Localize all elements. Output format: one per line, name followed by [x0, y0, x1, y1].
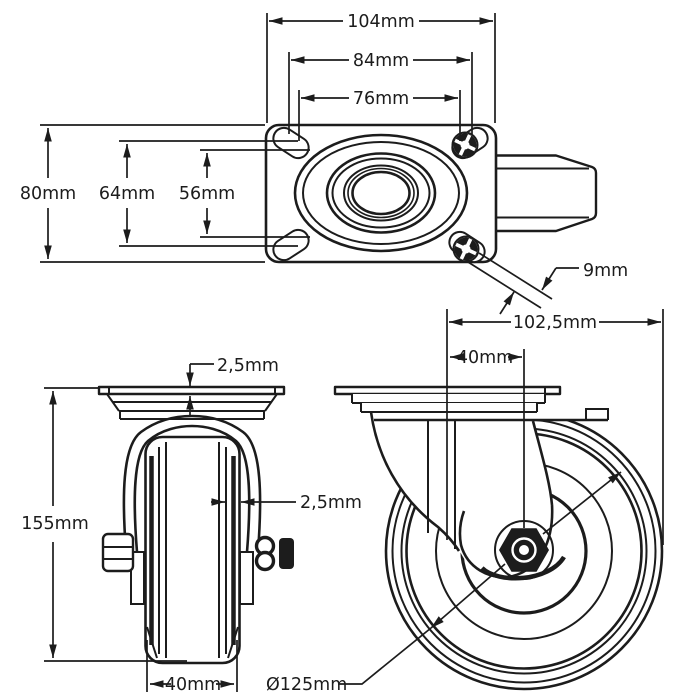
axle-nut [494, 520, 554, 580]
bolt-top-right [451, 131, 479, 159]
dim-label-swivel-offset: 40mm [457, 348, 513, 368]
bolt-bottom-right [452, 235, 480, 263]
front-plate-and-crown [97, 385, 286, 420]
dim-label-bolt-spacing-d: 64mm [99, 184, 155, 204]
dim-label-slot-width: 9mm [583, 261, 628, 281]
dim-label-tread-thickness: 2,5mm [300, 493, 362, 513]
swivel-bearing-rings [293, 133, 469, 253]
axle-bolt-left [101, 532, 135, 573]
dim-label-overall-height: 155mm [21, 514, 89, 534]
axle-nut-right [254, 535, 294, 572]
dim-label-wheel-diameter: Ø125mm [266, 675, 347, 695]
fork-foot-left [130, 551, 145, 605]
dim-label-bolt-spacing-w: 84mm [353, 51, 409, 71]
front-view-dimensions: 155mm 2,5mm 2,5mm 40mm [21, 356, 362, 695]
dim-label-wheel-width: 40mm [165, 675, 221, 695]
dim-label-plate-depth: 80mm [20, 184, 76, 204]
wheel-front [144, 435, 241, 665]
front-view: 155mm 2,5mm 2,5mm 40mm [21, 356, 362, 695]
dim-label-overall-length: 102,5mm [513, 313, 597, 333]
top-view: 104mm 84mm 76mm 80mm 64mm 56mm [20, 12, 628, 315]
wheel-top-profile [496, 154, 598, 233]
dim-label-plate-width: 104mm [347, 12, 415, 32]
side-view: 102,5mm 40mm Ø125mm [266, 309, 664, 695]
fork-foot-right [239, 551, 254, 605]
fork-arch [122, 414, 262, 605]
swivel-fork [369, 407, 609, 581]
top-view-dimensions: 104mm 84mm 76mm 80mm 64mm 56mm [20, 12, 628, 315]
dim-label-plate-thickness: 2,5mm [217, 356, 279, 376]
dim-label-slot-inner-w: 76mm [353, 89, 409, 109]
dim-label-slot-inner-d: 56mm [179, 184, 235, 204]
side-view-dimensions: 102,5mm 40mm Ø125mm [266, 309, 664, 695]
